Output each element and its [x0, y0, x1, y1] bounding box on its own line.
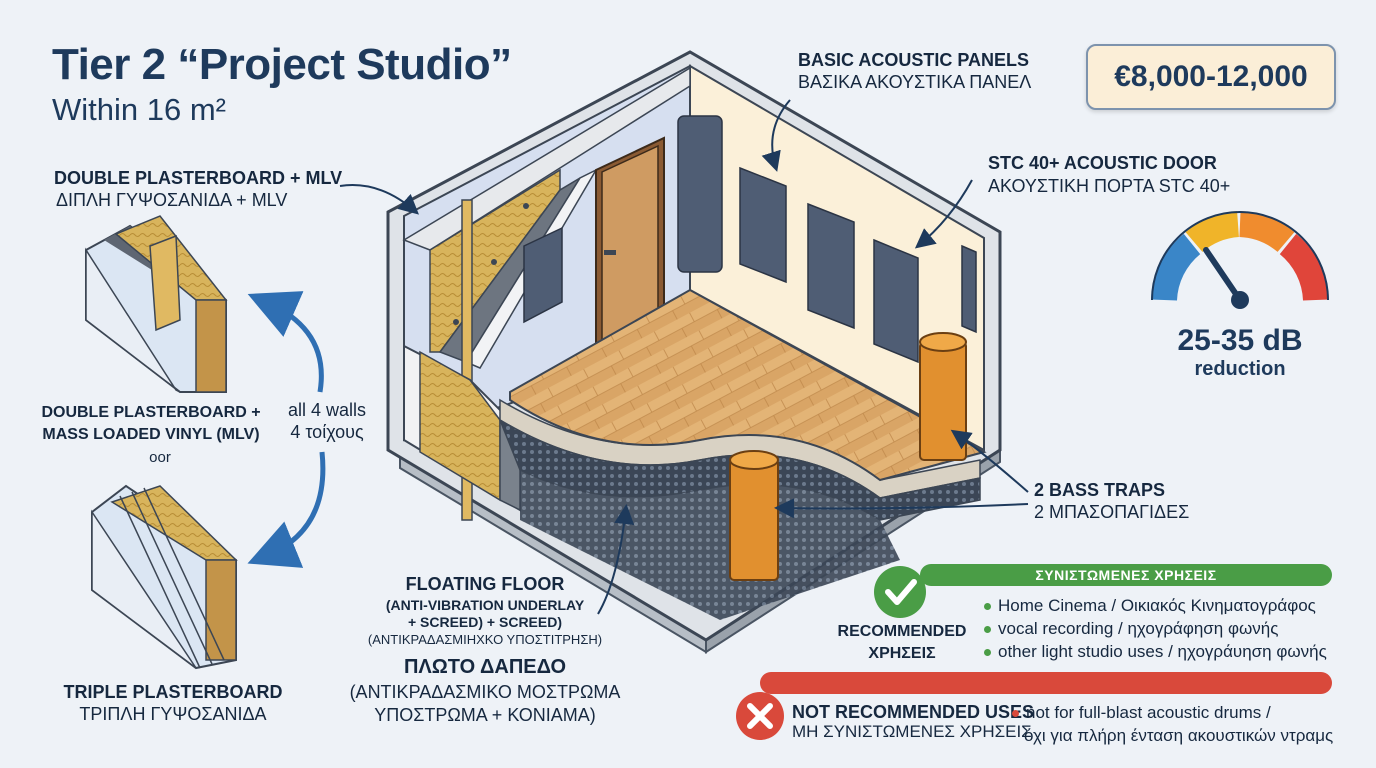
- floor-sub1: (ANTI-VIBRATION UNDERLAY: [385, 597, 585, 613]
- double-full-line1: DOUBLE PLASTERBOARD +: [41, 404, 261, 421]
- page-subtitle: Within 16 m²: [52, 92, 226, 127]
- walls-label-en: all 4 walls: [287, 400, 367, 420]
- recommended-label2: ΧΡΗΣΕΙΣ: [868, 645, 936, 662]
- double-mlv-greek: ΔΙΠΛΗ ΓΥΨΟΣΑΝΙΔΑ + MLV: [56, 190, 288, 210]
- triple-greek: ΤΡΙΠΛΗ ΓΥΨΟΣΑΝΙΔΑ: [79, 704, 267, 724]
- bullet-dot: [1012, 710, 1019, 718]
- bullet-dot: [984, 649, 991, 657]
- meter-unit: reduction: [1194, 358, 1286, 380]
- panels-greek: ΒΑΣΙΚΑ ΑΚΟΥΣΤΙΚΑ ΠΑΝΕΛ: [798, 72, 1032, 92]
- recommended-list: Home Cinema / Οικιακός Κινηματογράφος vo…: [984, 594, 1327, 663]
- floor-sub2: + SCREED) + SCREED): [407, 614, 563, 630]
- door-greek: ΑΚΟΥΣΤΙΚΗ ΠΟΡΤΑ STC 40+: [988, 176, 1231, 196]
- meter-readout: 25-35 dB reduction: [1150, 324, 1330, 381]
- recommended-label1: RECOMMENDED: [837, 623, 967, 640]
- meter-value: 25-35 dB: [1177, 324, 1303, 357]
- not-recommended-label2: ΜΗ ΣΥΝΙΣΤΩΜΕΝΕΣ ΧΡΗΣΕΙΣ: [792, 722, 1032, 741]
- floor-sub3: (ΑΝΤΙΚΡΑΔΑΣΜΙΗΧΚΟ ΥΠΟΣΤΙΤΡΗΣΗ): [367, 632, 603, 647]
- bass-traps-greek: 2 ΜΠΑΣΟΠΑΓΙΔΕΣ: [1034, 502, 1190, 522]
- panels-title: BASIC ACOUSTIC PANELS: [798, 50, 1030, 70]
- door-title: STC 40+ ACOUSTIC DOOR: [988, 153, 1217, 173]
- list-item: not for full-blast acoustic drums /: [1012, 701, 1333, 724]
- floor-greek-2: ΥΠΟΣΤΡΩΜΑ + ΚΟΝΙΑΜΑ): [374, 705, 596, 725]
- floor-title: FLOATING FLOOR: [405, 574, 565, 594]
- list-item: όχι για πλήρη ένταση ακουστικών ντραμς: [1024, 726, 1334, 745]
- not-recommended-label1: NOT RECOMMENDED USES: [792, 702, 1035, 722]
- price-badge: €8,000-12,000: [1086, 44, 1336, 110]
- list-item: Home Cinema / Οικιακός Κινηματογράφος: [984, 594, 1327, 617]
- noise-meter-icon: [1151, 211, 1329, 309]
- walls-label-gr: 4 τοίχους: [290, 422, 364, 442]
- bullet-dot: [984, 626, 991, 634]
- double-full-line2: MASS LOADED VINYL (MLV): [42, 426, 260, 443]
- list-item: other light studio uses / ηχογράυηση φων…: [984, 640, 1327, 663]
- page-title: Tier 2 “Project Studio”: [52, 40, 512, 89]
- double-mlv-title: DOUBLE PLASTERBOARD + MLV: [54, 168, 343, 188]
- floor-greek-title: ΠΛΩΤΟ ΔΑΠΕΔΟ: [403, 656, 567, 678]
- or-label: oor: [149, 449, 171, 466]
- not-recommended-bar: [760, 672, 1332, 694]
- bass-traps-title: 2 BASS TRAPS: [1034, 480, 1166, 500]
- bullet-dot: [984, 603, 991, 611]
- recommended-bar: ΣΥΝΙΣΤΩΜΕΝΕΣ ΧΡΗΣΕΙΣ: [920, 564, 1332, 586]
- floor-greek-1: (ΑΝΤΙΚΡΑΔΑΣΜΙΚΟ ΜΟΣΤΡΩΜΑ: [349, 682, 621, 702]
- triple-title: TRIPLE PLASTERBOARD: [63, 682, 283, 702]
- not-recommended-list: not for full-blast acoustic drums / όχι …: [1012, 701, 1333, 747]
- list-item: vocal recording / ηχογράφηση φωνής: [984, 617, 1327, 640]
